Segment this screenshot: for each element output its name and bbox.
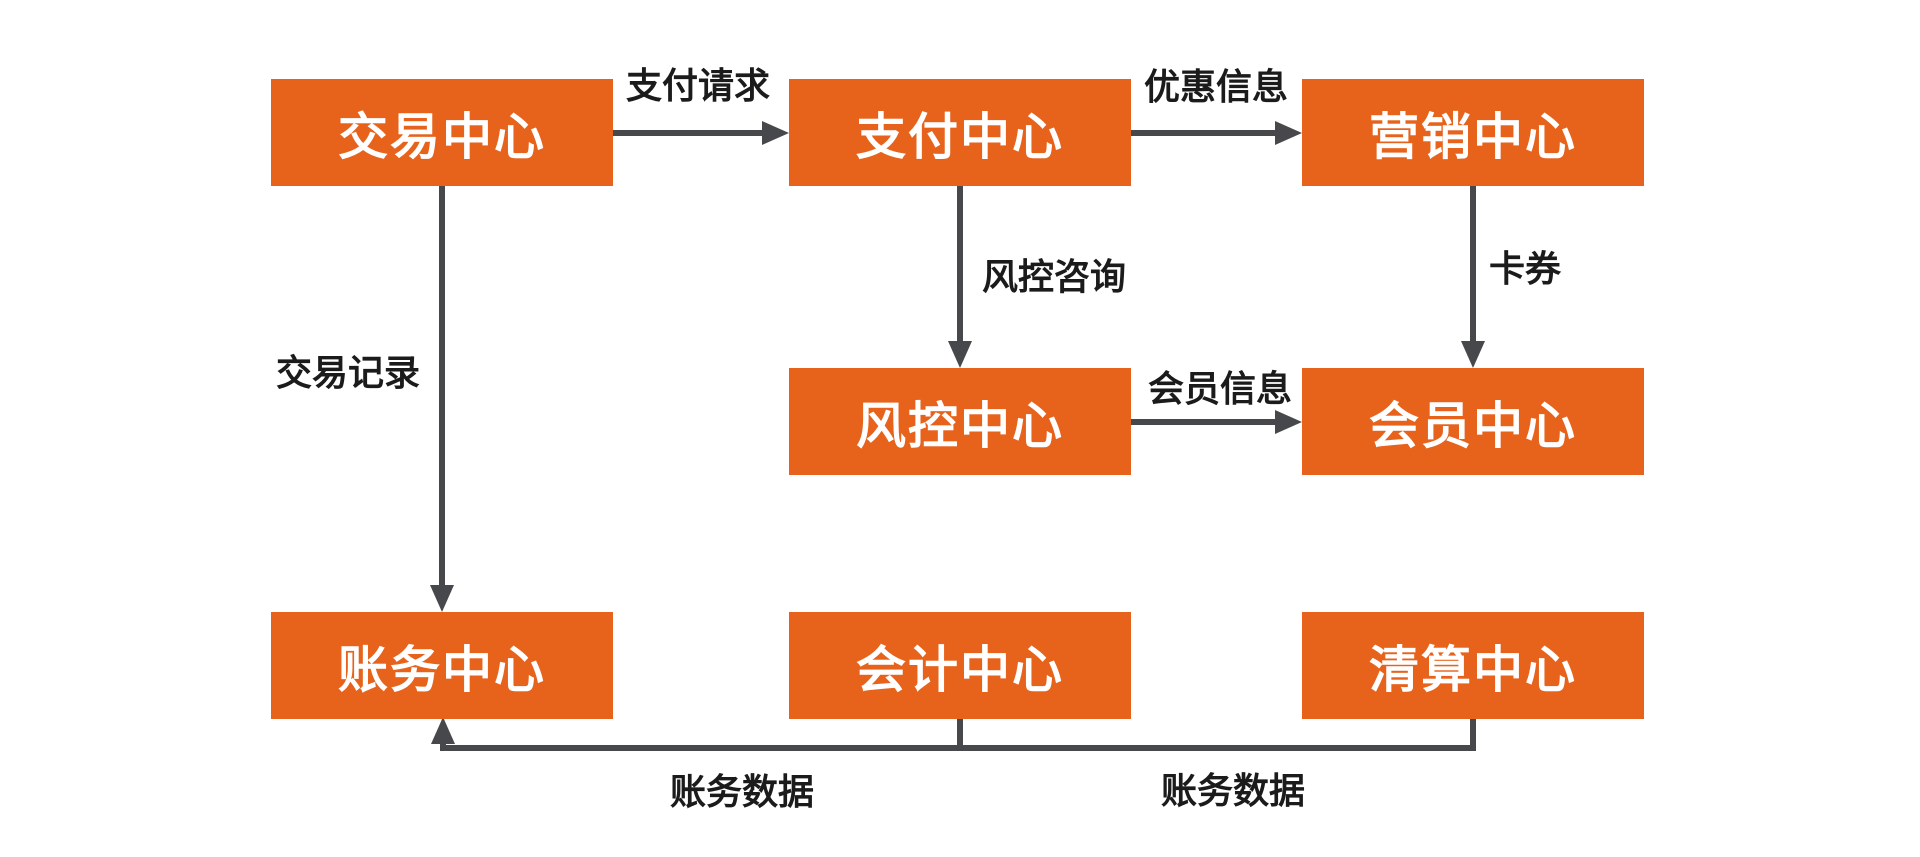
edge-label-promo-info: 优惠信息 xyxy=(1143,66,1289,107)
edge-bookkeeping-clearing-to-accounting xyxy=(431,717,1476,751)
node-label: 营销中心 xyxy=(1369,108,1577,165)
arrowhead-right-icon xyxy=(1275,121,1302,145)
node-marketing-center: 营销中心 xyxy=(1302,79,1644,186)
node-label: 支付中心 xyxy=(856,108,1064,165)
node-label: 会员中心 xyxy=(1369,397,1577,454)
edge-marketing-to-member xyxy=(1461,186,1485,368)
edge-label-accounting-data-left: 账务数据 xyxy=(669,771,815,812)
arrowhead-down-icon xyxy=(430,585,454,612)
edge-label-payment-request: 支付请求 xyxy=(625,65,771,106)
edge-payment-to-risk xyxy=(948,186,972,368)
node-label: 交易中心 xyxy=(338,108,546,165)
edge-label-card-coupon: 卡券 xyxy=(1488,248,1562,289)
edge-trade-to-payment xyxy=(613,121,789,145)
node-label: 风控中心 xyxy=(856,397,1064,454)
edge-label-member-info: 会员信息 xyxy=(1147,368,1293,409)
arrowhead-right-icon xyxy=(762,121,789,145)
node-accounting-center: 账务中心 xyxy=(271,612,613,719)
node-payment-center: 支付中心 xyxy=(789,79,1131,186)
node-trade-center: 交易中心 xyxy=(271,79,613,186)
arrowhead-down-icon xyxy=(948,341,972,368)
node-label: 会计中心 xyxy=(856,641,1064,698)
arrowhead-right-icon xyxy=(1275,410,1302,434)
node-bookkeeping-center: 会计中心 xyxy=(789,612,1131,719)
node-label: 清算中心 xyxy=(1369,641,1577,698)
edge-payment-to-marketing xyxy=(1131,121,1302,145)
edge-trade-to-accounting xyxy=(430,186,454,612)
node-risk-control-center: 风控中心 xyxy=(789,368,1131,475)
node-clearing-center: 清算中心 xyxy=(1302,612,1644,719)
arrowhead-down-icon xyxy=(1461,341,1485,368)
edge-label-transaction-record: 交易记录 xyxy=(275,352,421,393)
node-member-center: 会员中心 xyxy=(1302,368,1644,475)
node-label: 账务中心 xyxy=(338,641,546,698)
edge-label-risk-consultation: 风控咨询 xyxy=(981,256,1127,297)
edge-label-accounting-data-right: 账务数据 xyxy=(1160,770,1306,811)
arrowhead-up-icon xyxy=(431,717,455,744)
edge-risk-to-member xyxy=(1131,410,1302,434)
